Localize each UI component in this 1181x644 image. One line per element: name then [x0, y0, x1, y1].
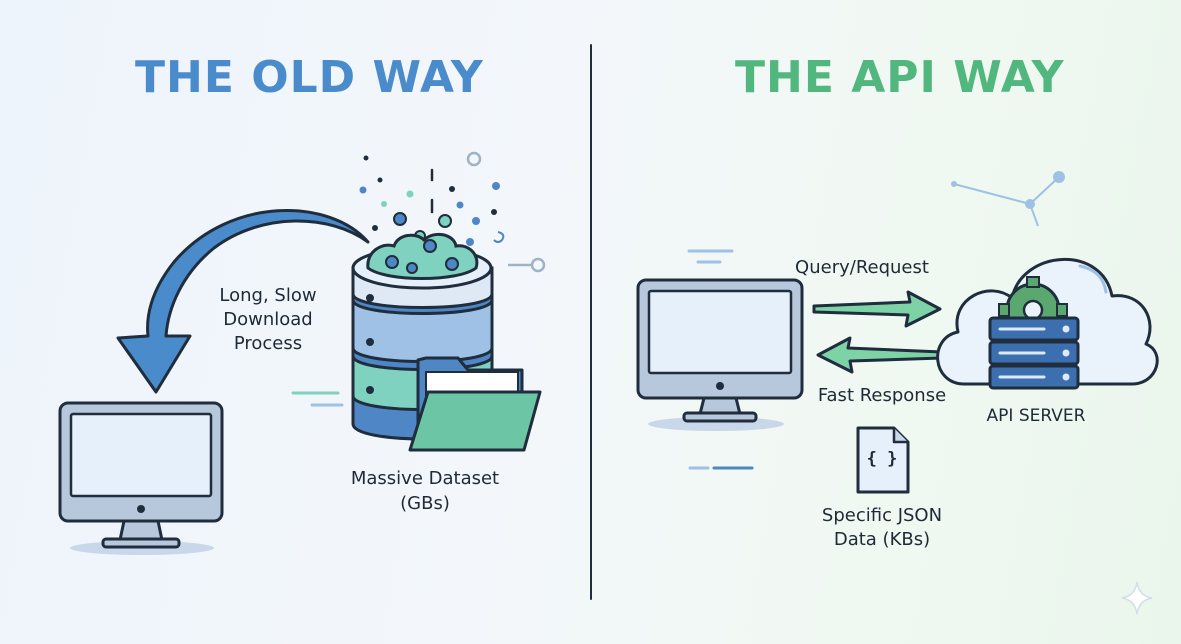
api-way-title: THE API WAY — [735, 52, 1065, 103]
monitor-icon — [636, 278, 804, 431]
dataset-label-line-2: (GBs) — [400, 493, 450, 514]
download-label-line-1: Long, Slow — [219, 285, 317, 306]
panel-divider — [590, 44, 592, 600]
dataset-label-line-1: Massive Dataset — [350, 468, 500, 489]
server-icon — [988, 316, 1080, 390]
curved-arrow-icon — [116, 209, 370, 394]
api-way-panel: THE API WAY — [592, 0, 1181, 644]
json-label-line-1: Specific JSON — [821, 505, 943, 526]
old-way-panel: THE OLD WAY — [0, 0, 590, 644]
sparkle-icon — [1121, 581, 1153, 615]
api-server-label: API SERVER — [986, 406, 1086, 426]
old-way-title: THE OLD WAY — [135, 52, 484, 103]
json-file-icon — [856, 426, 910, 494]
speed-lines — [687, 249, 754, 470]
response-arrow-icon — [816, 336, 944, 374]
request-label: Query/Request — [795, 257, 929, 278]
folder-icon — [408, 356, 542, 452]
speed-lines — [291, 391, 344, 407]
download-label-line-2: Download — [223, 309, 313, 330]
network-nodes-icon — [951, 171, 1065, 227]
json-braces-label: { } — [866, 449, 898, 469]
api-way-illustration — [636, 171, 1159, 615]
monitor-icon — [58, 401, 224, 555]
download-label-line-3: Process — [233, 333, 303, 354]
old-way-illustration — [58, 151, 546, 555]
response-label: Fast Response — [817, 385, 947, 406]
json-label-line-2: Data (KBs) — [833, 529, 931, 550]
request-arrow-icon — [812, 290, 942, 328]
